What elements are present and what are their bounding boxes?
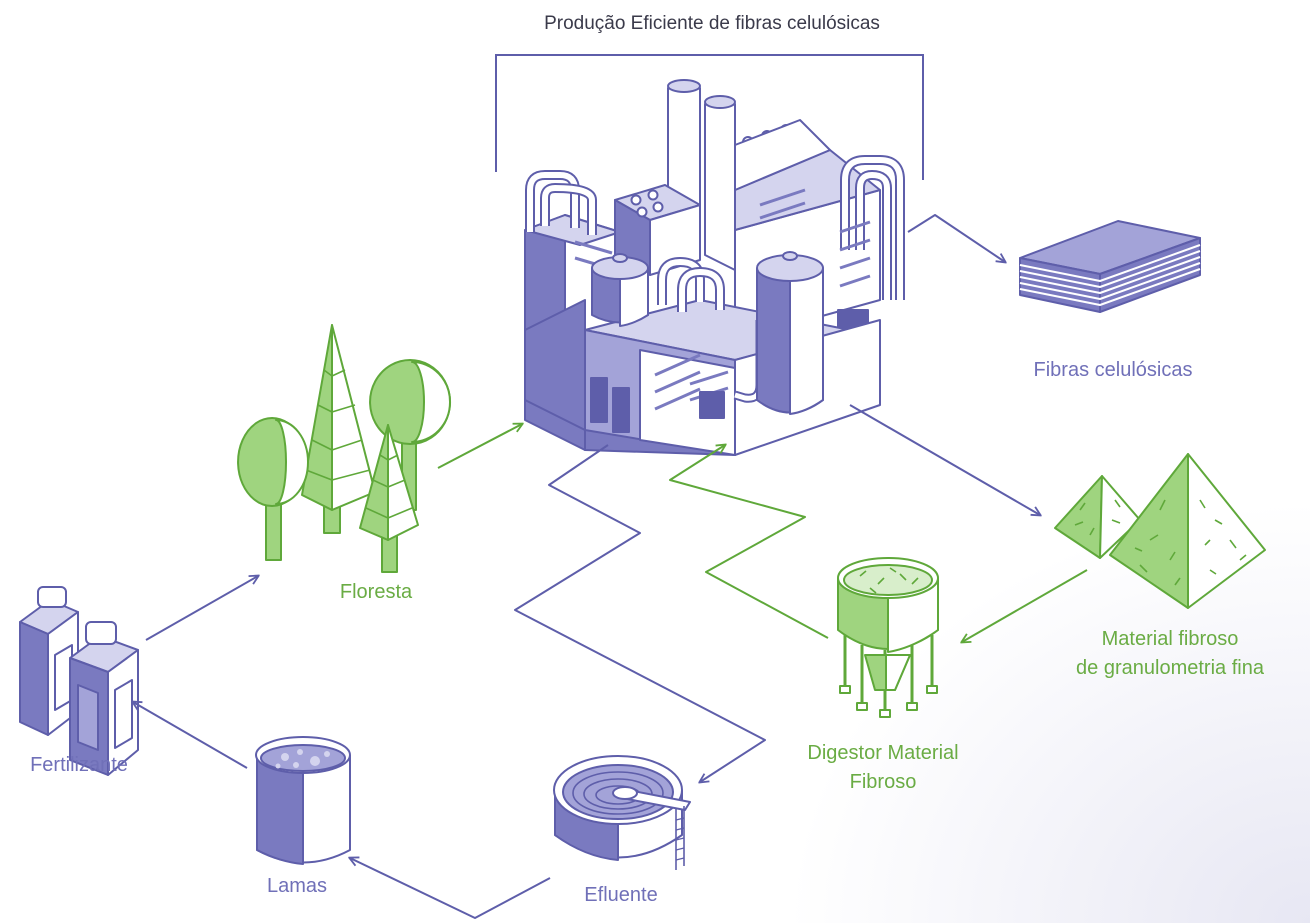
arrow-factory-to-material	[849, 404, 1040, 515]
arrow-fertilizante-to-floresta	[145, 576, 258, 641]
label-efluente: Efluente	[584, 884, 658, 906]
label-floresta: Floresta	[339, 581, 413, 603]
label-material-line2: de granulometria fina	[1076, 657, 1264, 679]
arrow-floresta-to-factory	[437, 424, 522, 469]
pyramid-pile-icon	[1054, 453, 1266, 609]
arrow-lamas-to-fertilizante	[133, 702, 248, 769]
label-digestor-line2: Fibroso	[849, 771, 917, 793]
clarifier-tank-icon	[553, 755, 691, 870]
label-material-line1: Material fibroso	[1101, 628, 1239, 650]
fertilizer-bottles-icon	[19, 586, 139, 776]
label-lamas: Lamas	[266, 875, 328, 897]
arrow-digestor-to-factory	[669, 445, 829, 639]
arrow-material-to-digestor	[962, 569, 1088, 642]
arrow-factory-to-efluente	[514, 444, 766, 782]
digestor-silo-icon	[837, 557, 939, 718]
label-digestor-line1: Digestor Material	[807, 742, 959, 764]
paper-stack-icon	[1019, 220, 1201, 313]
label-fertilizante: Fertilizante	[30, 754, 128, 776]
label-fibras-celulosicas: Fibras celulósicas	[1033, 359, 1193, 381]
arrow-efluente-to-lamas	[350, 858, 551, 919]
title-bracket	[495, 54, 924, 180]
connector-arrows	[133, 214, 1088, 919]
forest-trees-icon	[237, 324, 452, 573]
sludge-tank-icon	[255, 736, 351, 865]
label-digestor: Digestor Material Fibroso	[807, 741, 958, 795]
label-material-fibroso: Material fibroso de granulometria fina	[1076, 627, 1264, 681]
diagram-title: Produção Eficiente de fibras celulósicas	[544, 13, 880, 34]
arrow-factory-to-fibras	[907, 214, 1005, 262]
factory-icon	[524, 79, 905, 456]
